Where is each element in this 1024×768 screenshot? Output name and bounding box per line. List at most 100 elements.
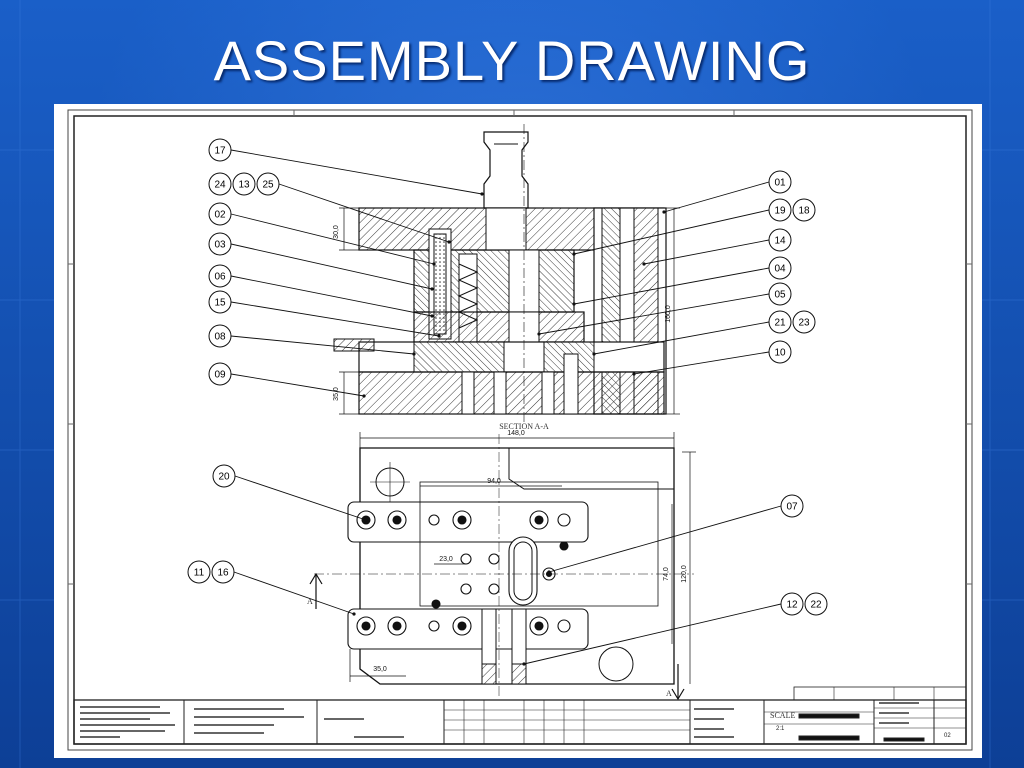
balloon-label: 10 bbox=[774, 348, 786, 359]
balloon-label: 08 bbox=[214, 332, 226, 343]
leader-dot bbox=[572, 302, 576, 306]
balloon-circle bbox=[768, 170, 792, 194]
leader-dot bbox=[480, 192, 484, 196]
leader-line bbox=[593, 321, 770, 355]
leader-dot bbox=[662, 210, 666, 214]
balloon-circle bbox=[780, 592, 804, 616]
leader-line bbox=[633, 351, 770, 375]
leader-dot bbox=[547, 570, 551, 574]
dim-small-offset: 23,0 bbox=[439, 556, 453, 563]
drawing-sheet: 30,0 35,0 160,0 SECTION A-A bbox=[54, 104, 982, 758]
leader-dot bbox=[522, 662, 526, 666]
bottom-plate bbox=[358, 371, 665, 415]
leader-dot bbox=[632, 372, 636, 376]
balloon-circle bbox=[212, 464, 236, 488]
balloon-10: 10 bbox=[632, 340, 792, 376]
section-marker-right-label: A bbox=[666, 689, 672, 698]
leader-dot bbox=[352, 612, 356, 616]
balloon-09: 09 bbox=[208, 362, 366, 398]
leader-dot bbox=[592, 352, 596, 356]
leader-dot bbox=[364, 518, 368, 522]
die-plate bbox=[358, 341, 665, 373]
balloon-circle bbox=[208, 290, 232, 314]
dim-height-a: 74,0 bbox=[663, 567, 670, 581]
leader-dot bbox=[362, 394, 366, 398]
balloon-05: 05 bbox=[537, 282, 792, 336]
assembly-drawing: 30,0 35,0 160,0 SECTION A-A bbox=[67, 109, 973, 751]
scale-label: SCALE bbox=[770, 711, 795, 720]
guide-hole-bottom bbox=[598, 646, 634, 682]
balloon-circle bbox=[804, 592, 828, 616]
balloon-circle bbox=[780, 494, 804, 518]
balloon-14: 14 bbox=[642, 228, 792, 266]
balloon-label: 02 bbox=[214, 210, 226, 221]
leader-line bbox=[230, 149, 483, 195]
outer-frame bbox=[67, 109, 973, 751]
balloon-label: 15 bbox=[214, 298, 226, 309]
balloon-circle bbox=[768, 228, 792, 252]
balloon-circle bbox=[792, 310, 816, 334]
balloon-circle bbox=[232, 172, 256, 196]
leader-line bbox=[523, 603, 782, 665]
balloon-label: 24 bbox=[214, 180, 226, 191]
balloon-circle bbox=[768, 310, 792, 334]
dim-height-b: 120,0 bbox=[681, 565, 688, 583]
leader-dot bbox=[572, 252, 576, 256]
stripper-plate bbox=[413, 311, 585, 343]
balloon-label: 14 bbox=[774, 236, 786, 247]
section-view: 30,0 35,0 160,0 SECTION A-A bbox=[333, 124, 680, 431]
slide-title: ASSEMBLY DRAWING bbox=[213, 29, 811, 92]
balloon-15: 15 bbox=[208, 290, 441, 338]
leader-line bbox=[538, 293, 770, 335]
leader-dot bbox=[642, 262, 646, 266]
balloon-label: 18 bbox=[798, 206, 810, 217]
leader-line bbox=[548, 505, 782, 573]
dim-overall-width: 148,0 bbox=[507, 430, 525, 437]
shank-bore bbox=[485, 207, 527, 251]
leader-line bbox=[233, 571, 355, 615]
balloon-label: 06 bbox=[214, 272, 226, 283]
balloon-label: 11 bbox=[194, 568, 205, 579]
balloon-label: 05 bbox=[774, 290, 786, 301]
balloon-circle bbox=[768, 198, 792, 222]
punch-shank bbox=[483, 131, 529, 209]
balloon-label: 12 bbox=[786, 600, 798, 611]
leader-line bbox=[573, 209, 770, 255]
balloon-label: 23 bbox=[798, 318, 810, 329]
balloon-20: 20 bbox=[212, 464, 368, 522]
balloon-label: 03 bbox=[214, 240, 226, 251]
section-marker-right bbox=[671, 664, 685, 701]
leader-dot bbox=[430, 314, 434, 318]
scale-value: 2:1 bbox=[776, 726, 785, 732]
balloon-label: 19 bbox=[774, 206, 786, 217]
plan-view: A A 148,0 94,0 23,0 35,0 74,0 120,0 bbox=[307, 430, 696, 701]
balloon-circle bbox=[208, 264, 232, 288]
balloon-label: 25 bbox=[262, 180, 274, 191]
balloon-circle bbox=[768, 256, 792, 280]
leader-line bbox=[230, 335, 415, 355]
title-block bbox=[73, 686, 967, 745]
section-marker-left bbox=[309, 572, 323, 609]
balloon-circle bbox=[768, 340, 792, 364]
balloon-label: 16 bbox=[217, 568, 229, 579]
section-marker-left-label: A bbox=[307, 597, 313, 606]
balloon-circle bbox=[208, 138, 232, 162]
balloon-03: 03 bbox=[208, 232, 434, 291]
punch-slot bbox=[508, 536, 538, 606]
dim-inner-width: 94,0 bbox=[487, 478, 501, 485]
balloon-circle bbox=[768, 282, 792, 306]
leader-dot bbox=[430, 287, 434, 291]
balloon-circle bbox=[208, 362, 232, 386]
leader-line bbox=[643, 239, 770, 265]
stock-strip bbox=[333, 338, 375, 352]
balloon-circle bbox=[211, 560, 235, 584]
sheet-number: 02 bbox=[944, 733, 951, 739]
leader-line bbox=[230, 373, 365, 397]
leader-line bbox=[230, 213, 435, 265]
balloon-06: 06 bbox=[208, 264, 434, 318]
leader-dot bbox=[432, 262, 436, 266]
